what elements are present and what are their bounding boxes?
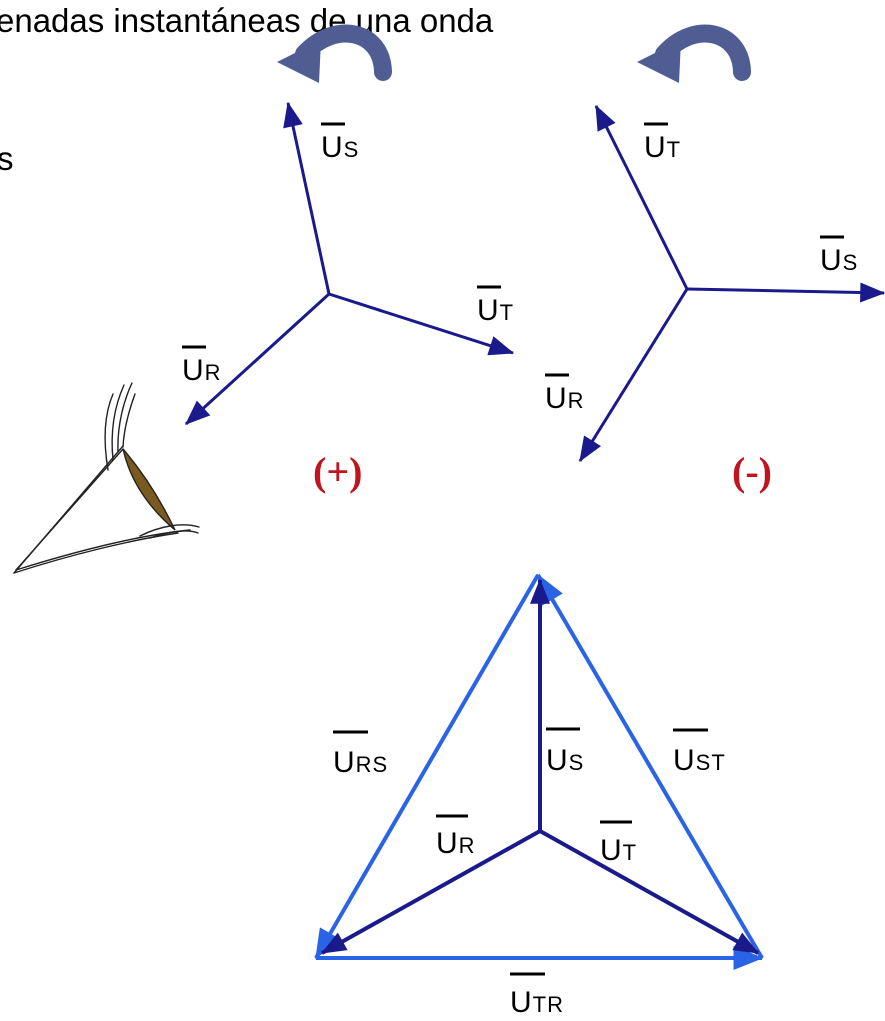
vector-label-ut-positive: UT	[477, 285, 514, 327]
svg-text:UR: UR	[545, 382, 585, 415]
svg-text:US: US	[820, 244, 858, 277]
slide-heading-fragment: enadas instantáneas de una onda	[0, 2, 494, 39]
svg-text:URS: URS	[333, 746, 388, 779]
phasor-arrow-ur-negative	[578, 288, 689, 463]
vector-label-ur-positive: UR	[182, 345, 222, 387]
vector-label-ust: UST	[673, 728, 726, 777]
svg-text:UR: UR	[436, 827, 476, 860]
vector-label-us-triangle: US	[546, 727, 584, 777]
svg-text:UT: UT	[600, 834, 637, 867]
line-voltage-arrow-ust	[536, 573, 764, 960]
line-voltage-triangle: US UR UT URS UST UTR	[314, 573, 764, 1019]
svg-text:UR: UR	[182, 354, 222, 387]
svg-text:US: US	[321, 131, 359, 164]
phasor-arrow-ut-positive	[328, 292, 515, 356]
phasor-arrow-ur-triangle	[320, 829, 541, 955]
line-voltage-arrow-urs	[314, 573, 540, 960]
negative-sequence-phasor-star: UT US UR (-)	[545, 104, 885, 494]
phasor-arrow-ur-positive	[184, 292, 331, 426]
svg-text:UST: UST	[673, 744, 726, 777]
phasor-arrow-us-positive	[283, 101, 331, 295]
svg-text:UTR: UTR	[510, 986, 564, 1019]
positive-sequence-phasor-star: US UT UR (+)	[182, 101, 515, 494]
vector-label-ur-triangle: UR	[436, 814, 476, 860]
phasor-arrow-ut-negative	[594, 104, 689, 290]
slide-side-fragment: s	[0, 140, 14, 177]
vector-label-utr: UTR	[510, 972, 564, 1019]
positive-sequence-label: (+)	[313, 449, 362, 494]
negative-sequence-label: (-)	[732, 449, 772, 494]
rotation-arrow-right-icon	[637, 24, 751, 83]
vector-label-urs: URS	[333, 730, 388, 779]
svg-text:UT: UT	[477, 294, 514, 327]
vector-label-ur-negative: UR	[545, 373, 585, 415]
svg-text:US: US	[546, 744, 584, 777]
eye-icon	[13, 382, 200, 574]
phasor-arrow-us-negative	[686, 282, 885, 303]
vector-label-us-negative: US	[820, 235, 858, 277]
phasor-arrow-ut-triangle	[539, 829, 760, 955]
rotation-arrow-left-icon	[277, 24, 392, 83]
vector-label-ut-negative: UT	[644, 122, 681, 164]
svg-text:UT: UT	[644, 131, 681, 164]
vector-label-ut-triangle: UT	[600, 820, 637, 867]
vector-label-us-positive: US	[321, 122, 359, 164]
